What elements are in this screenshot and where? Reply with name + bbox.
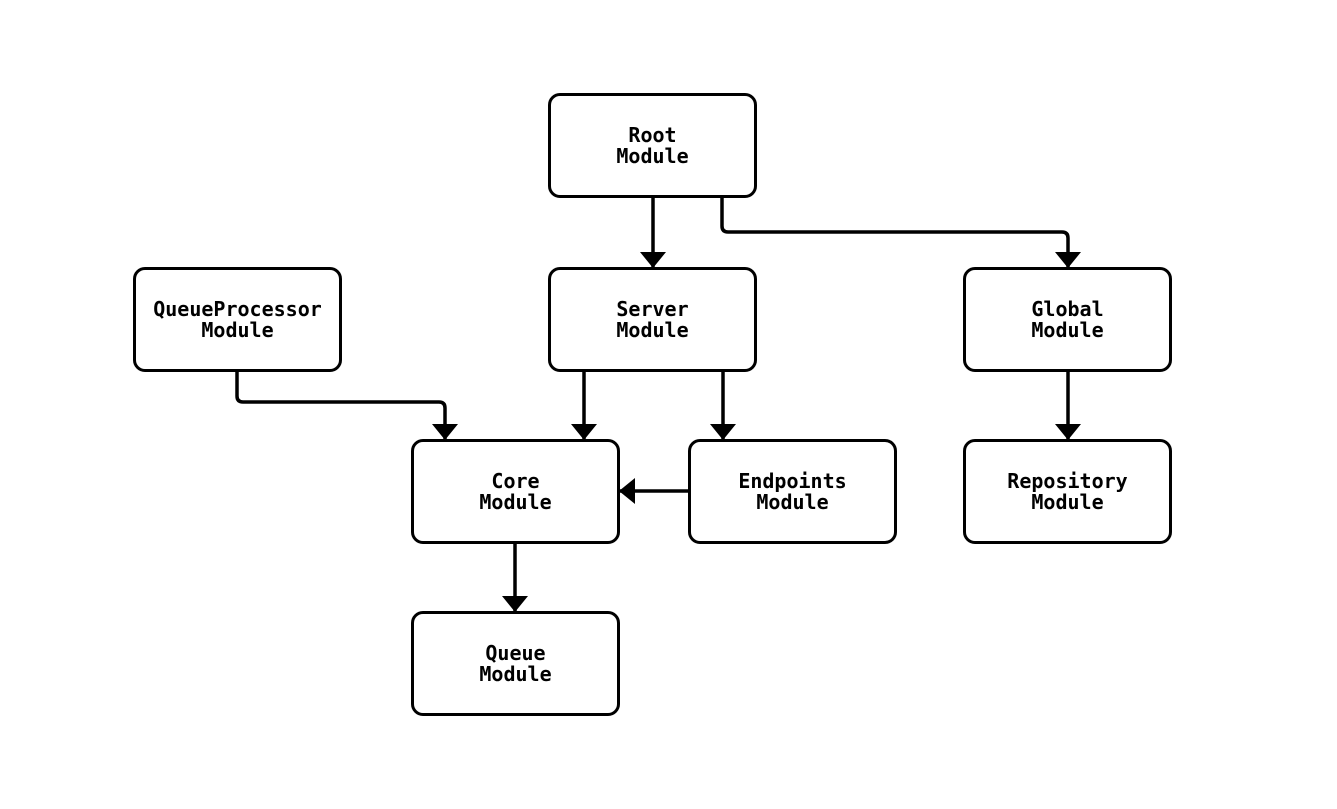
node-label-line: Module	[479, 661, 552, 686]
node-label-line: QueueProcessor	[153, 296, 322, 321]
node-label-line: Module	[1031, 489, 1104, 514]
edge-queueprocessor-to-core	[235, 372, 458, 440]
node-label-line: Module	[201, 317, 274, 342]
node-label-line: Module	[616, 143, 689, 168]
node-label-line: Module	[756, 489, 829, 514]
node-label-line: Server	[616, 296, 689, 321]
node-label-line: Root	[628, 122, 677, 147]
node-label-line: Queue	[485, 640, 546, 665]
node-label-line: Module	[1031, 317, 1104, 342]
node-label-line: Core	[491, 468, 540, 493]
node-label-line: Module	[479, 489, 552, 514]
edge-group	[235, 198, 1081, 612]
edge-root-to-global	[720, 198, 1081, 268]
node-label-line: Global	[1031, 296, 1104, 321]
node-label-line: Module	[616, 317, 689, 342]
node-label-line: Repository	[1007, 468, 1128, 493]
node-label-line: Endpoints	[738, 468, 847, 493]
